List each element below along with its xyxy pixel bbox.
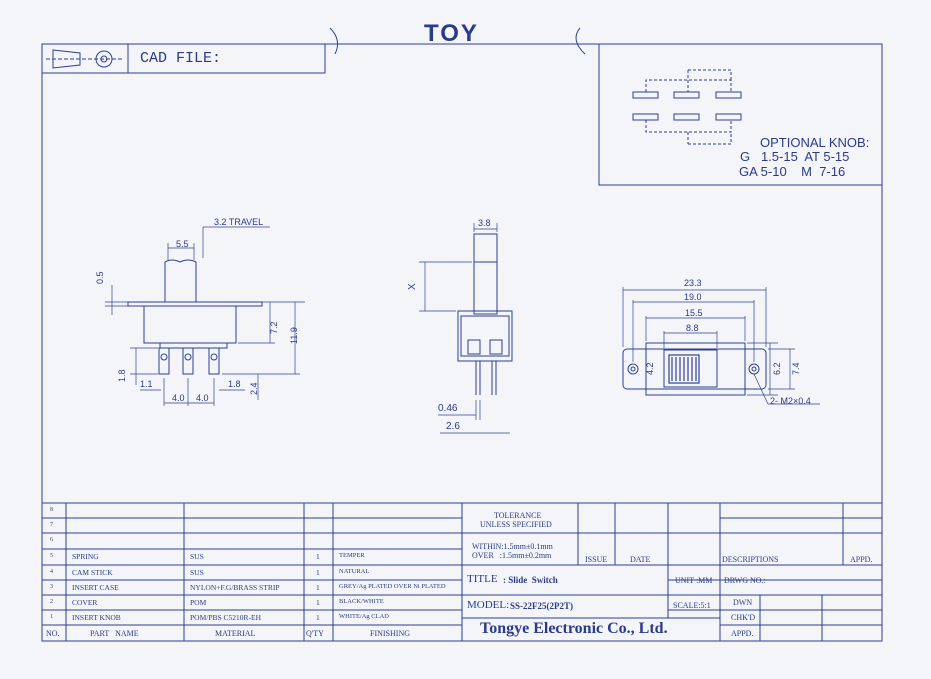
dim-15-5: 15.5 bbox=[685, 308, 703, 318]
parts-cell-part: SPRING bbox=[72, 552, 99, 561]
dim-7-2: 7.2 bbox=[269, 321, 279, 334]
parts-cell-part: COVER bbox=[72, 598, 98, 607]
parts-cell-no: 7 bbox=[50, 522, 53, 528]
parts-cell-finishing: BLACK/WHITE bbox=[339, 598, 384, 605]
side-view bbox=[105, 226, 305, 406]
front-view bbox=[419, 223, 513, 434]
dim-1-8-right: 1.8 bbox=[228, 379, 241, 389]
dim-x: X bbox=[407, 283, 418, 290]
parts-cell-no: 1 bbox=[50, 614, 53, 620]
dim-hole: 2- M2×0.4 bbox=[770, 396, 811, 406]
header-qty: Q'TY bbox=[306, 629, 324, 638]
parts-cell-qty: 1 bbox=[316, 613, 320, 622]
dim-1-8-left: 1.8 bbox=[117, 369, 127, 382]
unit-label: UNIT :MM bbox=[675, 576, 713, 585]
dim-6-2: 6.2 bbox=[772, 362, 782, 375]
dim-1-1: 1.1 bbox=[140, 379, 153, 389]
dim-2-6: 2.6 bbox=[446, 421, 460, 432]
dim-7-4: 7.4 bbox=[791, 362, 801, 375]
dim-11-9: 11.9 bbox=[289, 327, 299, 344]
parts-cell-material: POM bbox=[190, 598, 207, 607]
optional-knob-title: OPTIONAL KNOB: bbox=[760, 135, 870, 150]
dim-4-0-right: 4.0 bbox=[196, 393, 209, 403]
parts-cell-no: 2 bbox=[50, 599, 53, 605]
parts-cell-part: INSERT CASE bbox=[72, 583, 119, 592]
dim-5-5: 5.5 bbox=[176, 239, 189, 249]
parts-cell-material: NYLON+F.G/BRASS STRIP bbox=[190, 583, 280, 592]
dim-4-0-left: 4.0 bbox=[172, 393, 185, 403]
date-header: DATE bbox=[630, 555, 651, 564]
parts-cell-part: INSERT KNOB bbox=[72, 613, 121, 622]
title-value: : Slide Switch bbox=[503, 575, 558, 585]
unless-specified: UNLESS SPECIFIED bbox=[480, 520, 552, 529]
dim-23-3: 23.3 bbox=[684, 278, 702, 288]
dwn-label: DWN bbox=[733, 598, 753, 607]
tolerance-label: TOLERANCE bbox=[494, 511, 542, 520]
parts-cell-finishing: TEMPER bbox=[339, 552, 365, 559]
parts-cell-no: 6 bbox=[50, 537, 53, 543]
dim-4-2: 4.2 bbox=[645, 362, 655, 375]
descriptions-header: DESCRIPTIONS bbox=[722, 555, 779, 564]
parts-cell-no: 5 bbox=[50, 553, 53, 559]
issue-header: ISSUE bbox=[585, 555, 608, 564]
model-label: MODEL: bbox=[467, 599, 510, 611]
parts-cell-qty: 1 bbox=[316, 552, 320, 561]
dim-8-8: 8.8 bbox=[686, 323, 699, 333]
parts-cell-material: SUS bbox=[190, 568, 204, 577]
parts-cell-material: POM/PBS C5210R-EH bbox=[190, 613, 262, 622]
dim-0-46: 0.46 bbox=[438, 403, 458, 414]
optional-knob-box bbox=[598, 43, 883, 186]
parts-cell-qty: 1 bbox=[316, 583, 320, 592]
model-value: SS-22F25(2P2T) bbox=[510, 601, 573, 611]
header-finishing: FINISHING bbox=[370, 629, 410, 638]
header-material: MATERIAL bbox=[215, 629, 256, 638]
parts-cell-part: CAM STICK bbox=[72, 568, 113, 577]
parts-cell-no: 3 bbox=[50, 584, 53, 590]
dim-2-4: 2.4 bbox=[249, 382, 259, 395]
parts-cell-no: 8 bbox=[50, 507, 53, 513]
optional-knob-line2: GA 5-10 M 7-16 bbox=[739, 164, 846, 179]
parts-table-grid bbox=[42, 502, 882, 641]
drwg-no-label: DRWG NO.: bbox=[724, 576, 766, 585]
cad-file-label: CAD FILE: bbox=[140, 50, 222, 67]
appd-label: APPD. bbox=[731, 629, 754, 638]
chkd-label: CHK'D bbox=[731, 613, 756, 622]
within-tolerance: WITHIN:1.5mm±0.1mm bbox=[472, 542, 553, 551]
dim-3-8: 3.8 bbox=[478, 218, 491, 228]
over-tolerance: OVER :1.5mm±0.2mm bbox=[472, 551, 552, 560]
parts-cell-no: 4 bbox=[50, 569, 53, 575]
scale-label: SCALE:5:1 bbox=[673, 601, 711, 610]
appd-header: APPD. bbox=[850, 555, 873, 564]
optional-knob-line1: G 1.5-15 AT 5-15 bbox=[740, 149, 850, 164]
parts-cell-finishing: GREY/Ag PLATED OVER Ni PLATED bbox=[339, 583, 446, 590]
parts-cell-qty: 1 bbox=[316, 598, 320, 607]
parts-cell-material: SUS bbox=[190, 552, 204, 561]
parts-cell-finishing: WHITE/Ag CLAD bbox=[339, 613, 390, 620]
knob-schematic bbox=[632, 69, 742, 145]
dim-19-0: 19.0 bbox=[684, 292, 702, 302]
top-view bbox=[622, 287, 820, 405]
parts-cell-finishing: NATURAL bbox=[339, 568, 370, 575]
dim-travel: 3.2 TRAVEL bbox=[214, 217, 264, 227]
parts-cell-qty: 1 bbox=[316, 568, 320, 577]
header-part-name: PART NAME bbox=[90, 629, 139, 638]
header-no: NO. bbox=[46, 629, 60, 638]
company-name: Tongye Electronic Co., Ltd. bbox=[480, 620, 668, 637]
dim-0-5: 0.5 bbox=[95, 271, 105, 284]
company-logo: TOY bbox=[424, 20, 479, 47]
title-label: TITLE bbox=[467, 573, 498, 585]
